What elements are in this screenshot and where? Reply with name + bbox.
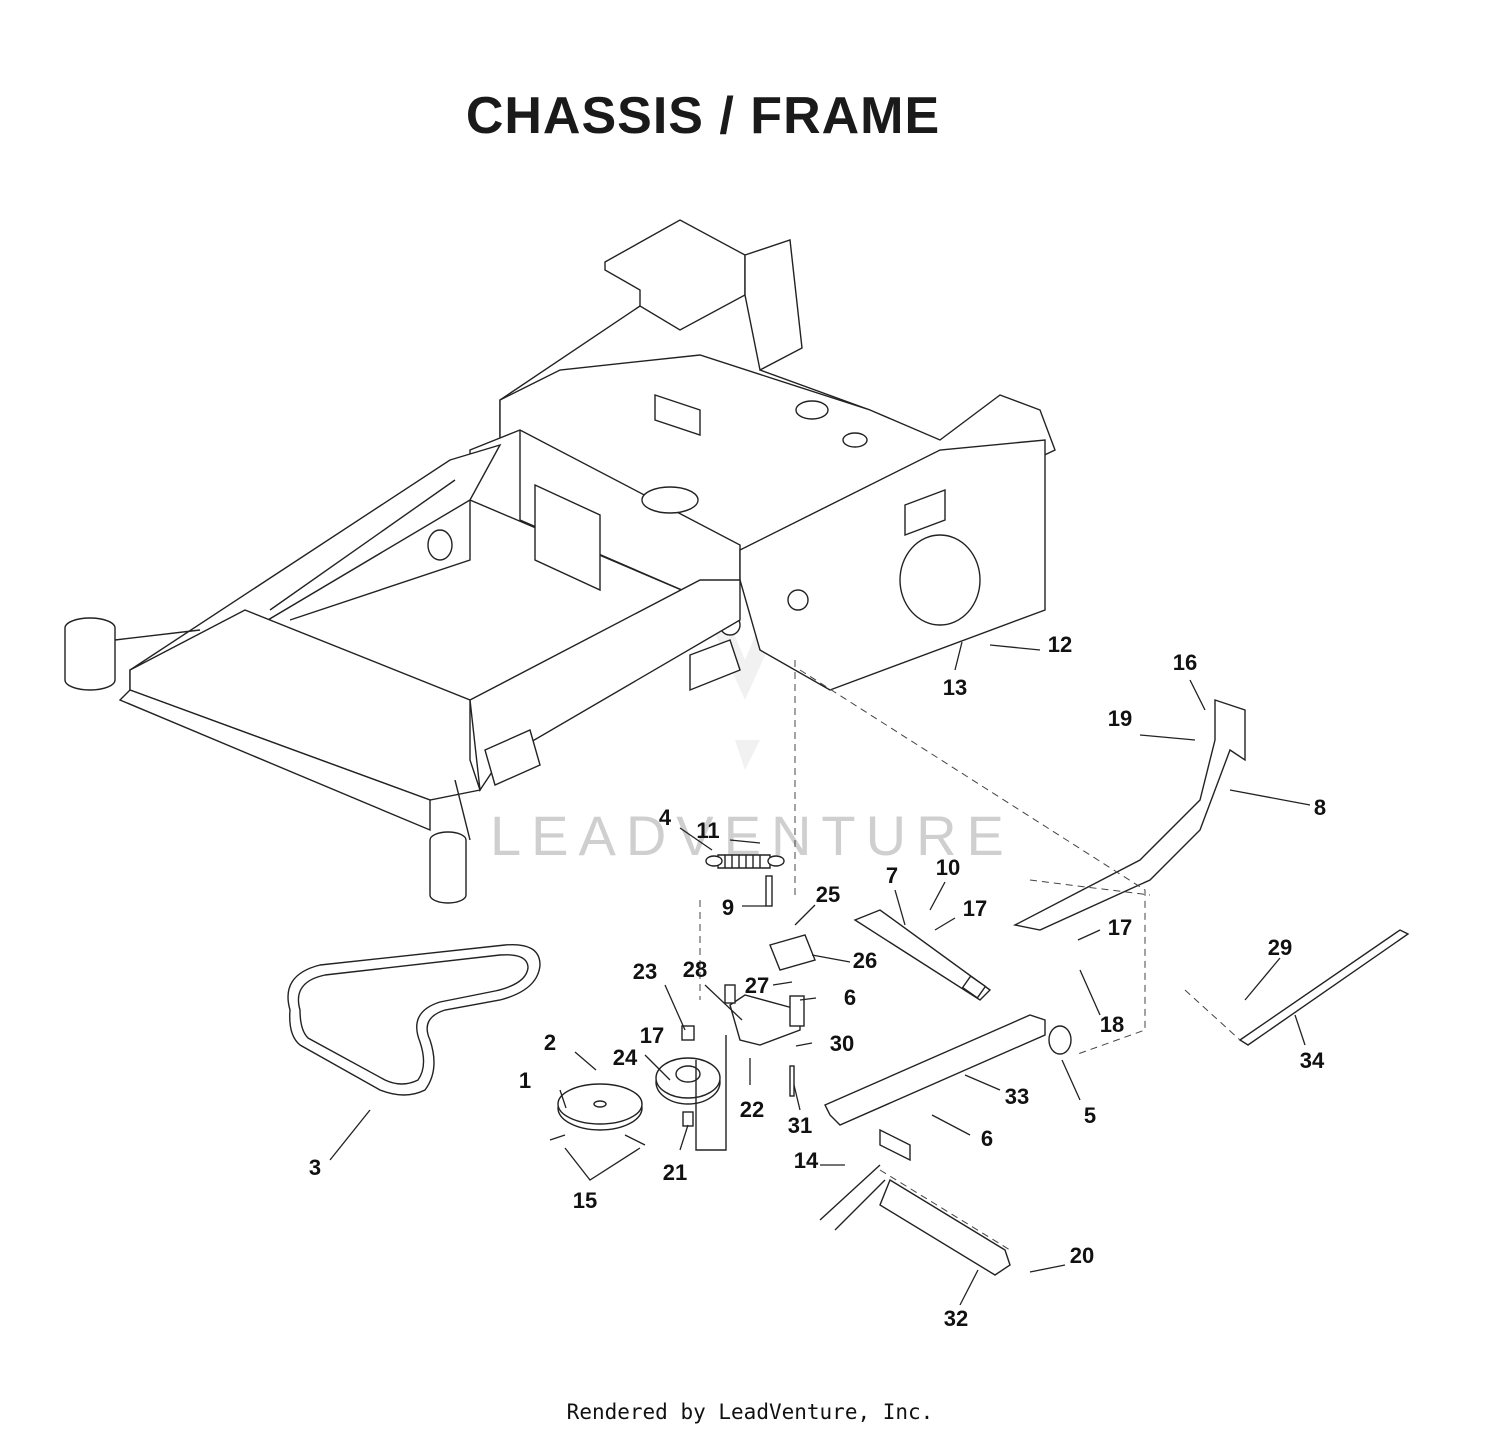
- callout-2: 2: [544, 1030, 556, 1055]
- callout-17: 17: [1108, 915, 1132, 940]
- idler-arm: [695, 854, 816, 1151]
- callout-4: 4: [659, 805, 672, 830]
- callout-19: 19: [1108, 706, 1132, 731]
- diagram-title: CHASSIS / FRAME: [465, 87, 941, 145]
- footer-credit: Rendered by LeadVenture, Inc.: [566, 1400, 934, 1424]
- callout-labels: 1234566789101112131415161717171819202122…: [309, 632, 1326, 1331]
- callout-25: 25: [816, 882, 840, 907]
- callout-22: 22: [740, 1097, 764, 1122]
- callout-29: 29: [1268, 935, 1292, 960]
- drive-belt: [287, 943, 541, 1096]
- callout-30: 30: [830, 1031, 854, 1056]
- callout-13: 13: [943, 675, 967, 700]
- alignment-lines: [699, 660, 1241, 1251]
- callout-23: 23: [633, 959, 657, 984]
- callout-17: 17: [963, 896, 987, 921]
- callout-17: 17: [640, 1023, 664, 1048]
- callout-33: 33: [1005, 1084, 1029, 1109]
- callout-26: 26: [853, 948, 877, 973]
- callout-3: 3: [309, 1155, 321, 1180]
- callout-16: 16: [1173, 650, 1197, 675]
- callout-18: 18: [1100, 1012, 1124, 1037]
- callout-14: 14: [794, 1148, 819, 1173]
- pulley-assembly: [549, 1025, 721, 1146]
- callout-32: 32: [944, 1306, 968, 1331]
- callout-5: 5: [1084, 1103, 1096, 1128]
- callout-15: 15: [573, 1188, 597, 1213]
- callout-20: 20: [1070, 1243, 1094, 1268]
- callout-11: 11: [696, 818, 719, 843]
- callout-6: 6: [981, 1126, 993, 1151]
- callout-31: 31: [788, 1113, 812, 1138]
- callout-24: 24: [613, 1045, 638, 1070]
- callout-8: 8: [1314, 795, 1326, 820]
- callout-21: 21: [663, 1160, 687, 1185]
- callout-6: 6: [844, 985, 856, 1010]
- callout-27: 27: [745, 973, 769, 998]
- callout-7: 7: [886, 863, 898, 888]
- callout-34: 34: [1300, 1048, 1325, 1073]
- chassis-frame: [64, 219, 1056, 904]
- deck-lift-assembly: [819, 699, 1410, 1276]
- callout-9: 9: [722, 895, 734, 920]
- callout-10: 10: [936, 855, 960, 880]
- callout-leaders: [329, 641, 1311, 1306]
- callout-12: 12: [1048, 632, 1072, 657]
- callout-28: 28: [683, 957, 707, 982]
- callout-1: 1: [519, 1068, 531, 1093]
